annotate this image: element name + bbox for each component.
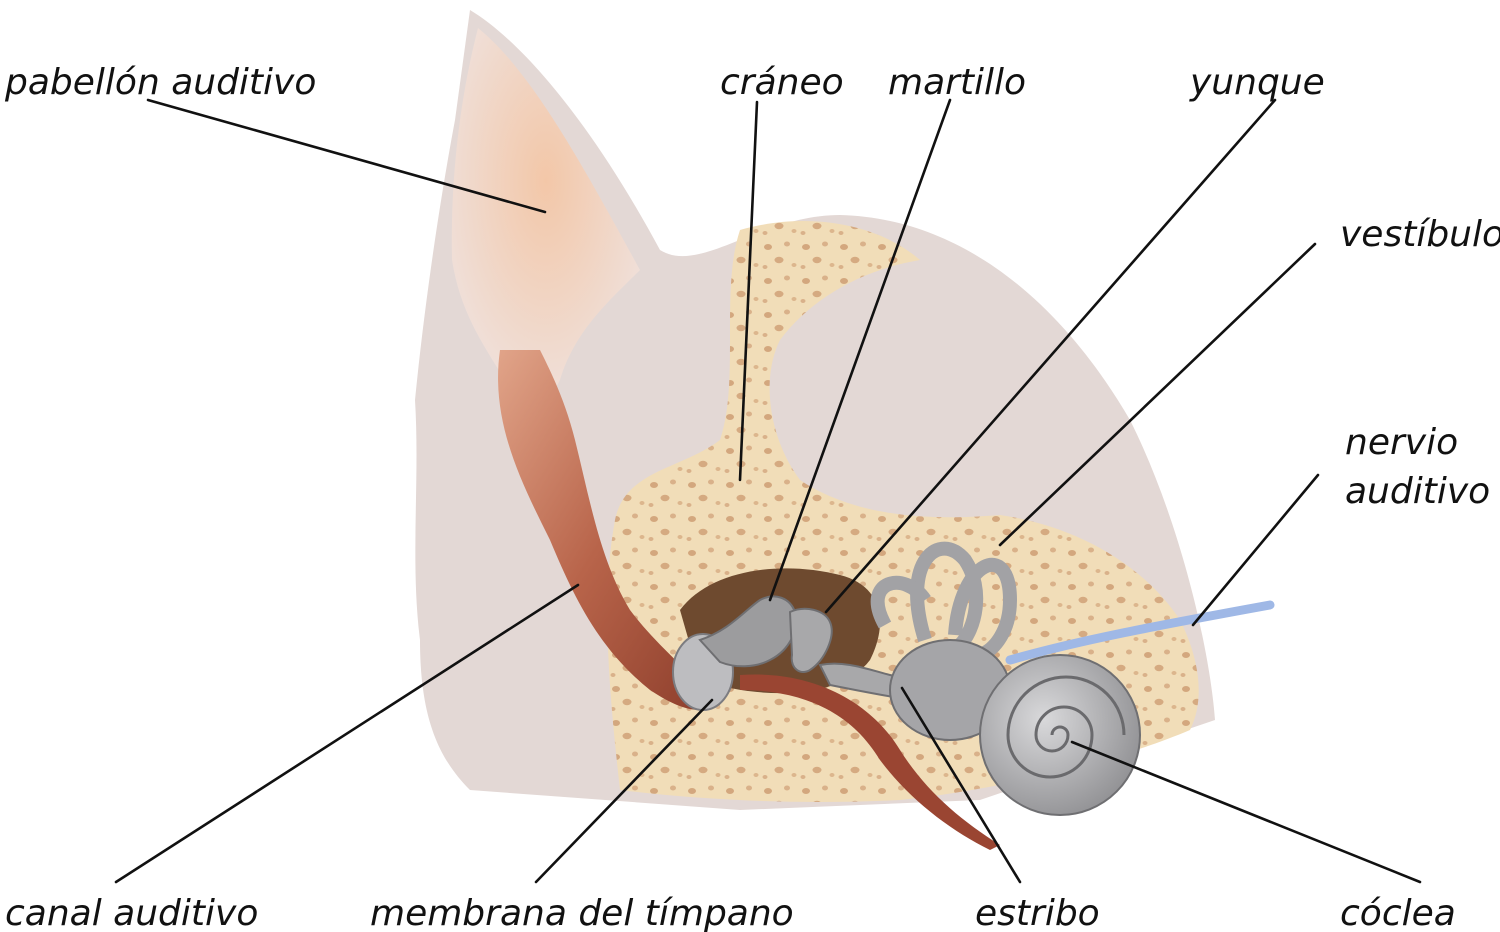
leader-incus bbox=[824, 98, 1277, 614]
semicircular-canals bbox=[870, 541, 1018, 662]
label-cochlea: cóclea bbox=[1340, 893, 1456, 932]
leader-pinna bbox=[146, 98, 547, 214]
label-incus: yunque bbox=[1189, 62, 1325, 103]
label-malleus: martillo bbox=[888, 62, 1026, 103]
pinna-inner bbox=[451, 28, 640, 410]
leader-malleus bbox=[768, 98, 952, 602]
leader-eardrum bbox=[534, 698, 714, 884]
label-pinna: pabellón auditivo bbox=[4, 62, 316, 103]
ear-canal bbox=[498, 350, 720, 710]
label-skull: cráneo bbox=[720, 62, 844, 103]
label-nerve-line1: nervio bbox=[1345, 422, 1458, 463]
label-canal: canal auditivo bbox=[5, 893, 258, 932]
leader-vestibule bbox=[998, 242, 1317, 547]
incus-bone bbox=[788, 607, 833, 674]
label-vestibule: vestíbulo bbox=[1340, 214, 1500, 255]
leader-stapes bbox=[900, 686, 1022, 884]
label-stapes: estribo bbox=[975, 893, 1100, 932]
auditory-nerve bbox=[1005, 600, 1275, 665]
leader-cochlea bbox=[1070, 740, 1422, 884]
leader-canal bbox=[114, 583, 580, 884]
cochlea-spiral bbox=[979, 654, 1141, 816]
leader-skull bbox=[738, 100, 759, 482]
label-eardrum: membrana del tímpano bbox=[370, 893, 794, 932]
label-nerve-line2: auditivo bbox=[1345, 471, 1490, 512]
leader-nerve bbox=[1191, 473, 1320, 627]
eustachian-tube bbox=[740, 674, 1000, 850]
